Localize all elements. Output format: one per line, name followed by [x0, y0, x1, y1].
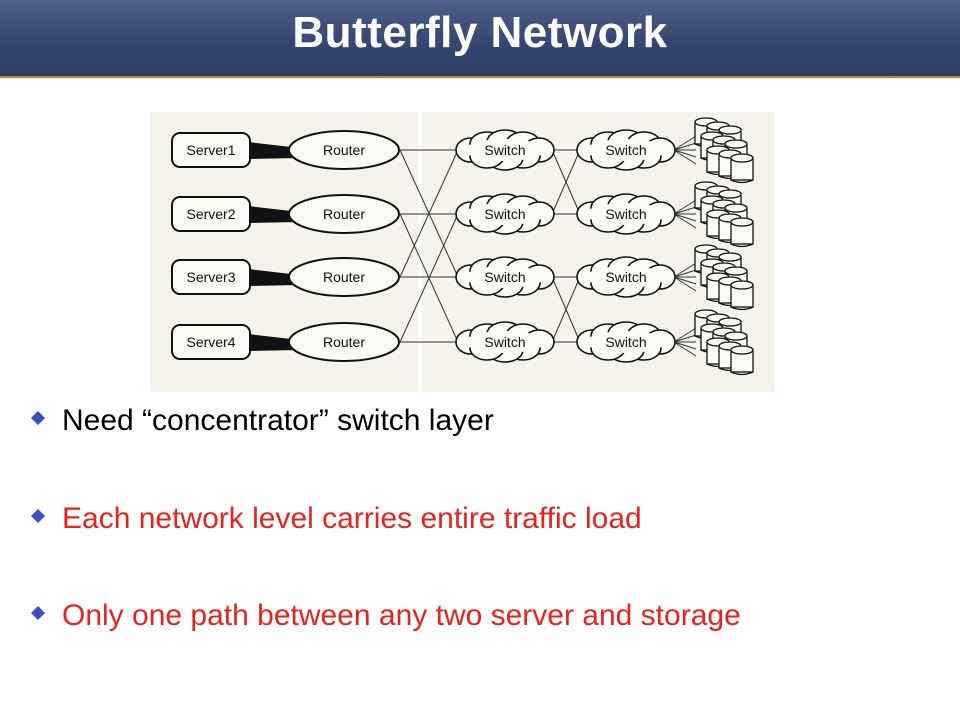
storage-disk-stack: [694, 244, 754, 311]
disk-top: [730, 280, 754, 290]
storage-link: [673, 149, 697, 165]
server-router-link: [248, 334, 300, 351]
router-node: [288, 194, 400, 234]
storage-link: [673, 341, 697, 357]
bullet-item: Only one path between any two server and…: [30, 599, 940, 643]
link-line: [399, 213, 459, 343]
switch-label: Switch: [605, 334, 646, 350]
router-node: [288, 257, 400, 297]
cloud-fill: [465, 331, 545, 353]
server-box: [171, 324, 251, 360]
storage-link: [673, 149, 697, 158]
disk-top: [718, 189, 742, 199]
storage-disk-stack: [694, 309, 754, 376]
disk-top: [730, 217, 754, 227]
storage-link: [673, 199, 697, 215]
diamond-bullet-icon: [31, 411, 45, 425]
server-router-link: [248, 206, 300, 223]
switch-cloud: [576, 129, 676, 171]
disk-top: [718, 317, 742, 327]
switch-cloud: [455, 193, 555, 235]
server-box: [171, 196, 251, 232]
switch-label: Switch: [484, 142, 525, 158]
storage-link: [673, 276, 697, 285]
disk-top: [724, 266, 748, 276]
storage-link: [673, 135, 697, 151]
disk-bottom: [730, 371, 754, 376]
disk-top: [730, 345, 754, 355]
switch-cloud: [576, 321, 676, 363]
router-label: Router: [323, 334, 365, 350]
bullet-item: Each network level carries entire traffi…: [30, 502, 940, 546]
disk-bottom: [730, 243, 754, 248]
title-bar: Butterfly Network: [0, 0, 960, 78]
switch-label: Switch: [484, 206, 525, 222]
switch-label: Switch: [605, 269, 646, 285]
link-line: [551, 276, 581, 343]
cloud-fill: [586, 266, 666, 288]
disk-top: [724, 139, 748, 149]
cloud-fill: [465, 266, 545, 288]
router-label: Router: [323, 142, 365, 158]
server-label: Server1: [186, 142, 235, 158]
bullet-text: Need “concentrator” switch layer: [62, 404, 494, 437]
disk-top: [724, 203, 748, 213]
storage-disk-stack: [694, 181, 754, 248]
disk-bottom: [730, 179, 754, 184]
storage-link: [673, 262, 697, 278]
storage-link: [673, 334, 697, 343]
server-router-link: [248, 142, 300, 159]
storage-link: [673, 206, 697, 215]
disk-top: [718, 125, 742, 135]
storage-disk-stack: [694, 117, 754, 184]
router-label: Router: [323, 269, 365, 285]
storage-link: [673, 276, 697, 292]
server-label: Server2: [186, 206, 235, 222]
switch-cloud: [455, 321, 555, 363]
cloud-fill: [586, 203, 666, 225]
diamond-bullet-icon: [31, 509, 45, 523]
cloud-fill: [465, 203, 545, 225]
switch-cloud: [576, 193, 676, 235]
bullet-item: Need “concentrator” switch layer: [30, 404, 940, 448]
switch-label: Switch: [484, 269, 525, 285]
cloud-fill: [586, 331, 666, 353]
switch-cloud: [455, 129, 555, 171]
disk-top: [724, 331, 748, 341]
server-box: [171, 259, 251, 295]
storage-link: [673, 142, 697, 151]
switch-label: Switch: [605, 142, 646, 158]
disk-top: [718, 252, 742, 262]
switch-cloud: [455, 256, 555, 298]
storage-link: [673, 213, 697, 229]
bullet-text: Only one path between any two server and…: [62, 599, 741, 632]
switch-label: Switch: [605, 206, 646, 222]
server-label: Server4: [186, 334, 235, 350]
diamond-bullet-icon: [31, 606, 45, 620]
bullet-text: Each network level carries entire traffi…: [62, 502, 642, 535]
storage-link: [673, 327, 697, 343]
storage-link: [673, 269, 697, 278]
disk-bottom: [730, 306, 754, 311]
server-label: Server3: [186, 269, 235, 285]
router-node: [288, 130, 400, 170]
disk-top: [730, 153, 754, 163]
link-line: [399, 149, 459, 278]
switch-cloud: [576, 256, 676, 298]
slide-title: Butterfly Network: [292, 8, 668, 57]
router-node: [288, 322, 400, 362]
storage-link: [673, 213, 697, 222]
link-line: [551, 149, 581, 215]
cloud-fill: [586, 139, 666, 161]
storage-link: [673, 341, 697, 350]
server-router-link: [248, 269, 300, 286]
cloud-fill: [465, 139, 545, 161]
server-box: [171, 132, 251, 168]
switch-label: Switch: [484, 334, 525, 350]
router-label: Router: [323, 206, 365, 222]
